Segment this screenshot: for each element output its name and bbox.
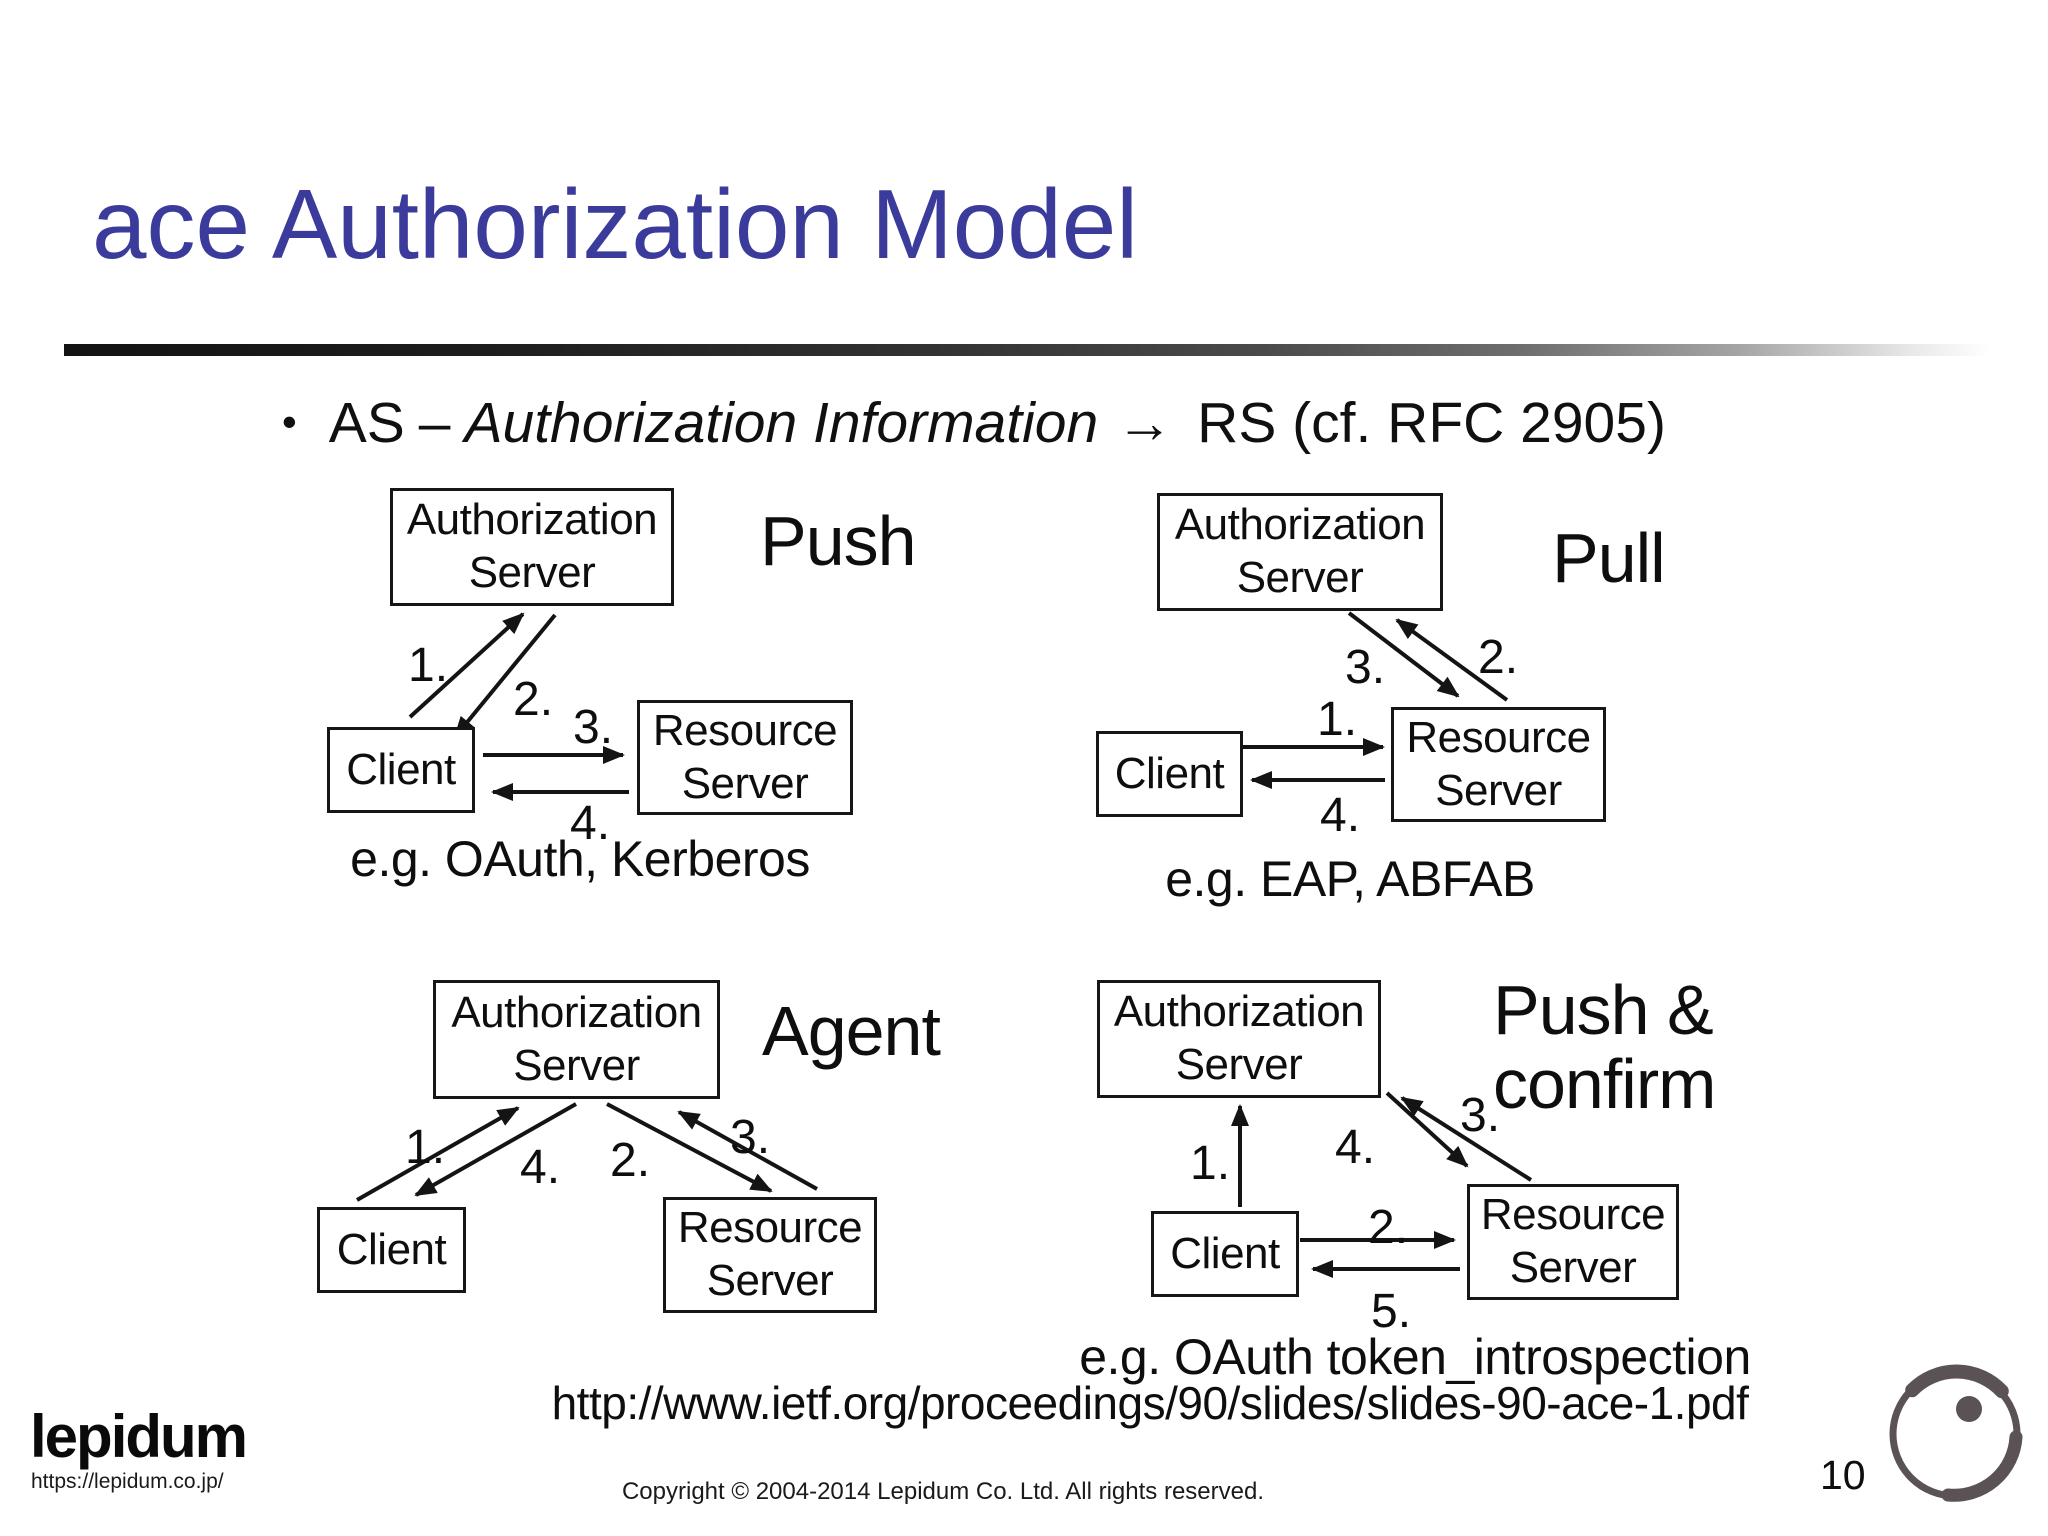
- agent-client-box: Client: [317, 1207, 466, 1293]
- push-authorization-server-label: Authorization Server: [406, 495, 658, 597]
- agent-step-1: 1.: [405, 1121, 446, 1174]
- push-confirm-arrow-4: [1385, 1091, 1469, 1168]
- pull-step-1: 1.: [1317, 693, 1358, 746]
- push-confirm-step-2: 2.: [1368, 1201, 1409, 1254]
- push-step-3: 3.: [573, 701, 614, 754]
- agent-authorization-server-box: Authorization Server: [433, 980, 720, 1099]
- agent-step-3: 3.: [730, 1111, 771, 1164]
- pull-authorization-server-box: Authorization Server: [1157, 493, 1443, 611]
- push-diagram-title: Push: [760, 502, 917, 580]
- push-confirm-authorization-server-label: Authorization Server: [1113, 987, 1365, 1089]
- pull-example: e.g. EAP, ABFAB: [1165, 851, 1535, 907]
- push-confirm-resource-server-label: Resource Server: [1480, 1190, 1666, 1292]
- push-confirm-title-line2: confirm: [1493, 1044, 1716, 1123]
- push-confirm-step-5: 5.: [1371, 1285, 1412, 1338]
- bullet-authorization-information: Authorization Information: [464, 391, 1099, 455]
- circle-brand-icon: [1889, 1364, 2023, 1502]
- copyright-text: Copyright © 2004-2014 Lepidum Co. Ltd. A…: [621, 1478, 1265, 1505]
- push-confirm-authorization-server-box: Authorization Server: [1097, 980, 1381, 1098]
- lepidum-url: https://lepidum.co.jp/: [31, 1470, 224, 1493]
- push-confirm-step-1: 1.: [1190, 1137, 1231, 1190]
- push-confirm-client-label: Client: [1170, 1228, 1280, 1278]
- push-client-label: Client: [346, 744, 456, 794]
- push-confirm-example: e.g. OAuth token_introspection: [1079, 1329, 1751, 1385]
- diagram-pull: Authorization Server Pull Client Resourc…: [1090, 480, 1670, 920]
- bullet-icon: •: [282, 398, 297, 445]
- pull-step-4: 4.: [1320, 789, 1361, 842]
- agent-resource-server-box: Resource Server: [663, 1197, 877, 1313]
- pull-resource-server-box: Resource Server: [1391, 707, 1606, 822]
- bullet-rs: RS (cf. RFC 2905): [1197, 391, 1666, 455]
- agent-diagram-title: Agent: [762, 992, 941, 1070]
- agent-authorization-server-label: Authorization Server: [451, 987, 702, 1090]
- right-arrow-glyph: →: [1116, 391, 1174, 455]
- lepidum-logo: lepidum: [30, 1403, 248, 1470]
- ring-thick-top: [1905, 1364, 2009, 1399]
- push-confirm-diagram-title: Push & confirm: [1493, 971, 1716, 1123]
- push-client-box: Client: [327, 727, 475, 813]
- agent-step-2: 2.: [610, 1134, 651, 1187]
- pull-resource-server-label: Resource Server: [1406, 712, 1591, 815]
- diagram-agent: Authorization Server Agent Client Resour…: [310, 960, 941, 1330]
- agent-step-4: 4.: [520, 1141, 561, 1194]
- page-number: 10: [1820, 1452, 1866, 1498]
- push-confirm-client-box: Client: [1151, 1211, 1299, 1297]
- agent-client-label: Client: [336, 1224, 447, 1274]
- push-confirm-title-line1: Push &: [1493, 971, 1714, 1049]
- ring-dot: [1956, 1396, 1982, 1422]
- bullet-line: • AS – Authorization Information → RS (c…: [282, 390, 1666, 456]
- push-confirm-step-3: 3.: [1460, 1089, 1501, 1142]
- pull-client-box: Client: [1096, 731, 1243, 817]
- pull-step-2: 2.: [1478, 631, 1519, 684]
- push-example: e.g. OAuth, Kerberos: [350, 831, 810, 887]
- reference-link: http://www.ietf.org/proceedings/90/slide…: [551, 1377, 1749, 1429]
- diagram-push: Authorization Server Push Client Resourc…: [320, 480, 917, 900]
- ring-thick-bottom: [1941, 1430, 2023, 1502]
- agent-resource-server-label: Resource Server: [677, 1203, 863, 1305]
- title-divider: [64, 344, 1990, 356]
- bullet-dash: –: [418, 391, 451, 455]
- push-step-2: 2.: [513, 673, 554, 726]
- push-authorization-server-box: Authorization Server: [390, 488, 674, 606]
- page-title: ace Authorization Model: [92, 169, 1138, 279]
- push-step-1: 1.: [408, 639, 449, 692]
- bullet-as: AS: [328, 391, 405, 455]
- pull-authorization-server-label: Authorization Server: [1174, 500, 1426, 602]
- pull-step-3: 3.: [1345, 641, 1386, 694]
- push-resource-server-label: Resource Server: [652, 705, 838, 808]
- push-confirm-resource-server-box: Resource Server: [1467, 1184, 1679, 1300]
- pull-client-label: Client: [1114, 748, 1225, 798]
- push-confirm-step-4: 4.: [1335, 1121, 1376, 1174]
- pull-diagram-title: Pull: [1552, 519, 1666, 597]
- push-resource-server-box: Resource Server: [637, 700, 853, 815]
- diagram-push-confirm: Authorization Server Push & confirm Clie…: [1030, 960, 1820, 1410]
- push-step-4: 4.: [570, 797, 611, 850]
